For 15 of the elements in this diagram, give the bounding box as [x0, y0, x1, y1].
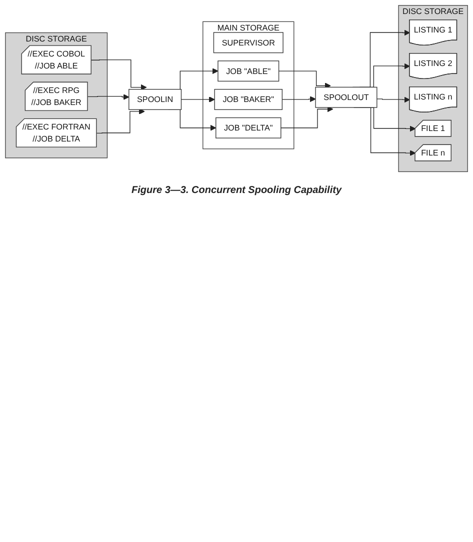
node-box: JOB "BAKER" — [214, 88, 283, 110]
arrow — [87, 94, 130, 100]
node-box: SPOOLOUT — [315, 86, 378, 108]
node-box: JOB "ABLE" — [218, 60, 280, 82]
node-box: SPOOLIN — [128, 88, 182, 110]
node-box: SUPERVISOR — [213, 32, 284, 54]
node-box: JOB "DELTA" — [216, 117, 282, 138]
arrow — [91, 59, 147, 90]
arrow — [278, 70, 331, 89]
arrow — [376, 96, 410, 103]
figure-caption: Figure 3—3. Concurrent Spooling Capability — [130, 185, 343, 196]
arrow — [180, 96, 215, 102]
arrow — [280, 106, 334, 128]
arrow — [96, 108, 145, 134]
arrow — [282, 96, 316, 102]
